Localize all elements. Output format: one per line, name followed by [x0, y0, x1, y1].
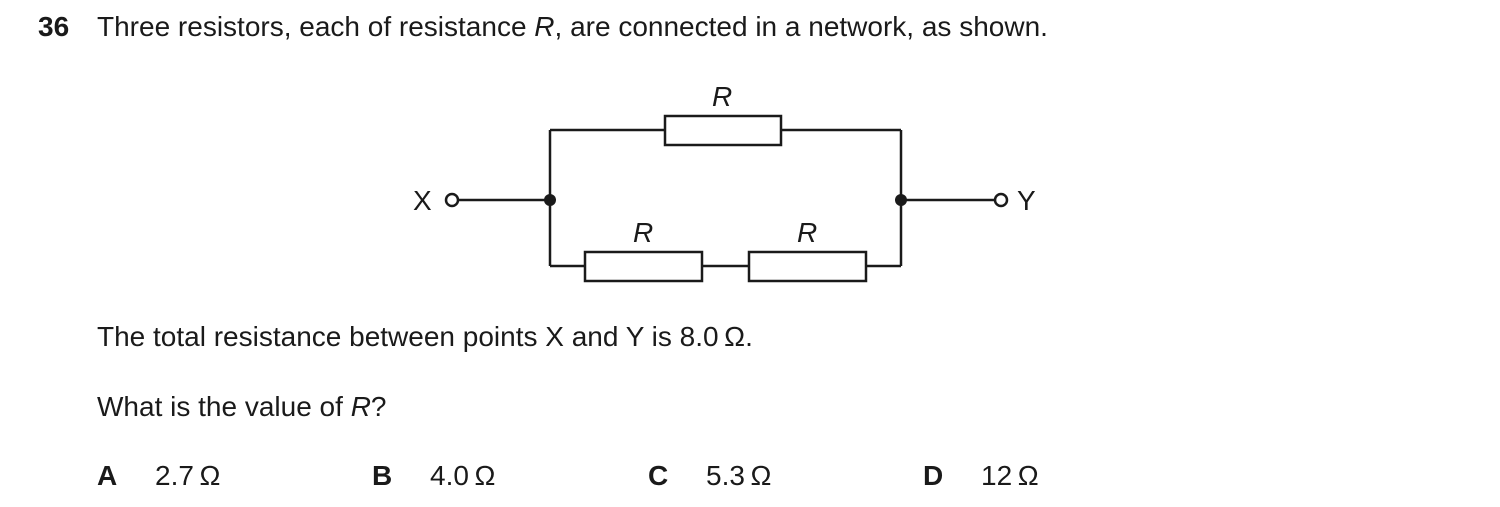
terminal-y-label: Y [1017, 185, 1036, 216]
option-a[interactable]: A 2.7 Ω [97, 459, 220, 493]
bottom-right-resistor-label: R [797, 217, 817, 248]
circuit-diagram: X Y R R R [413, 81, 1036, 283]
junction-right [895, 194, 907, 206]
option-letter: B [372, 460, 393, 491]
option-c[interactable]: C 5.3 Ω [648, 459, 771, 493]
option-b[interactable]: B 4.0 Ω [372, 459, 495, 493]
stem-variable: R [534, 11, 555, 42]
option-letter: C [648, 460, 669, 491]
option-value: 2.7 Ω [155, 460, 221, 491]
stem-text-start: Three resistors, each of resistance [97, 11, 535, 42]
resistor-top [663, 114, 783, 147]
option-value: 12 Ω [981, 460, 1039, 491]
terminal-y-circle [993, 192, 1009, 208]
option-letter: A [97, 460, 118, 491]
resistor-bottom-right [747, 250, 868, 283]
ask-text-end: ? [370, 391, 387, 422]
option-value: 5.3 Ω [706, 460, 772, 491]
option-letter: D [923, 460, 944, 491]
top-resistor-label: R [712, 81, 732, 112]
junction-left [544, 194, 556, 206]
bottom-left-resistor-label: R [633, 217, 653, 248]
stem-text-end: , are connected in a network, as shown. [554, 11, 1048, 42]
option-d[interactable]: D 12 Ω [923, 459, 1039, 493]
terminal-x-label: X [413, 185, 432, 216]
ask-variable: R [350, 391, 371, 422]
terminal-x-circle [444, 192, 460, 208]
resistor-bottom-left [583, 250, 704, 283]
question-number: 36 [38, 11, 70, 42]
question-info: The total resistance between points X an… [97, 321, 753, 352]
ask-text-start: What is the value of [97, 391, 351, 422]
question-stem: Three resistors, each of resistance R, a… [97, 10, 1048, 44]
option-value: 4.0 Ω [430, 460, 496, 491]
question-ask: What is the value of R? [97, 390, 387, 424]
